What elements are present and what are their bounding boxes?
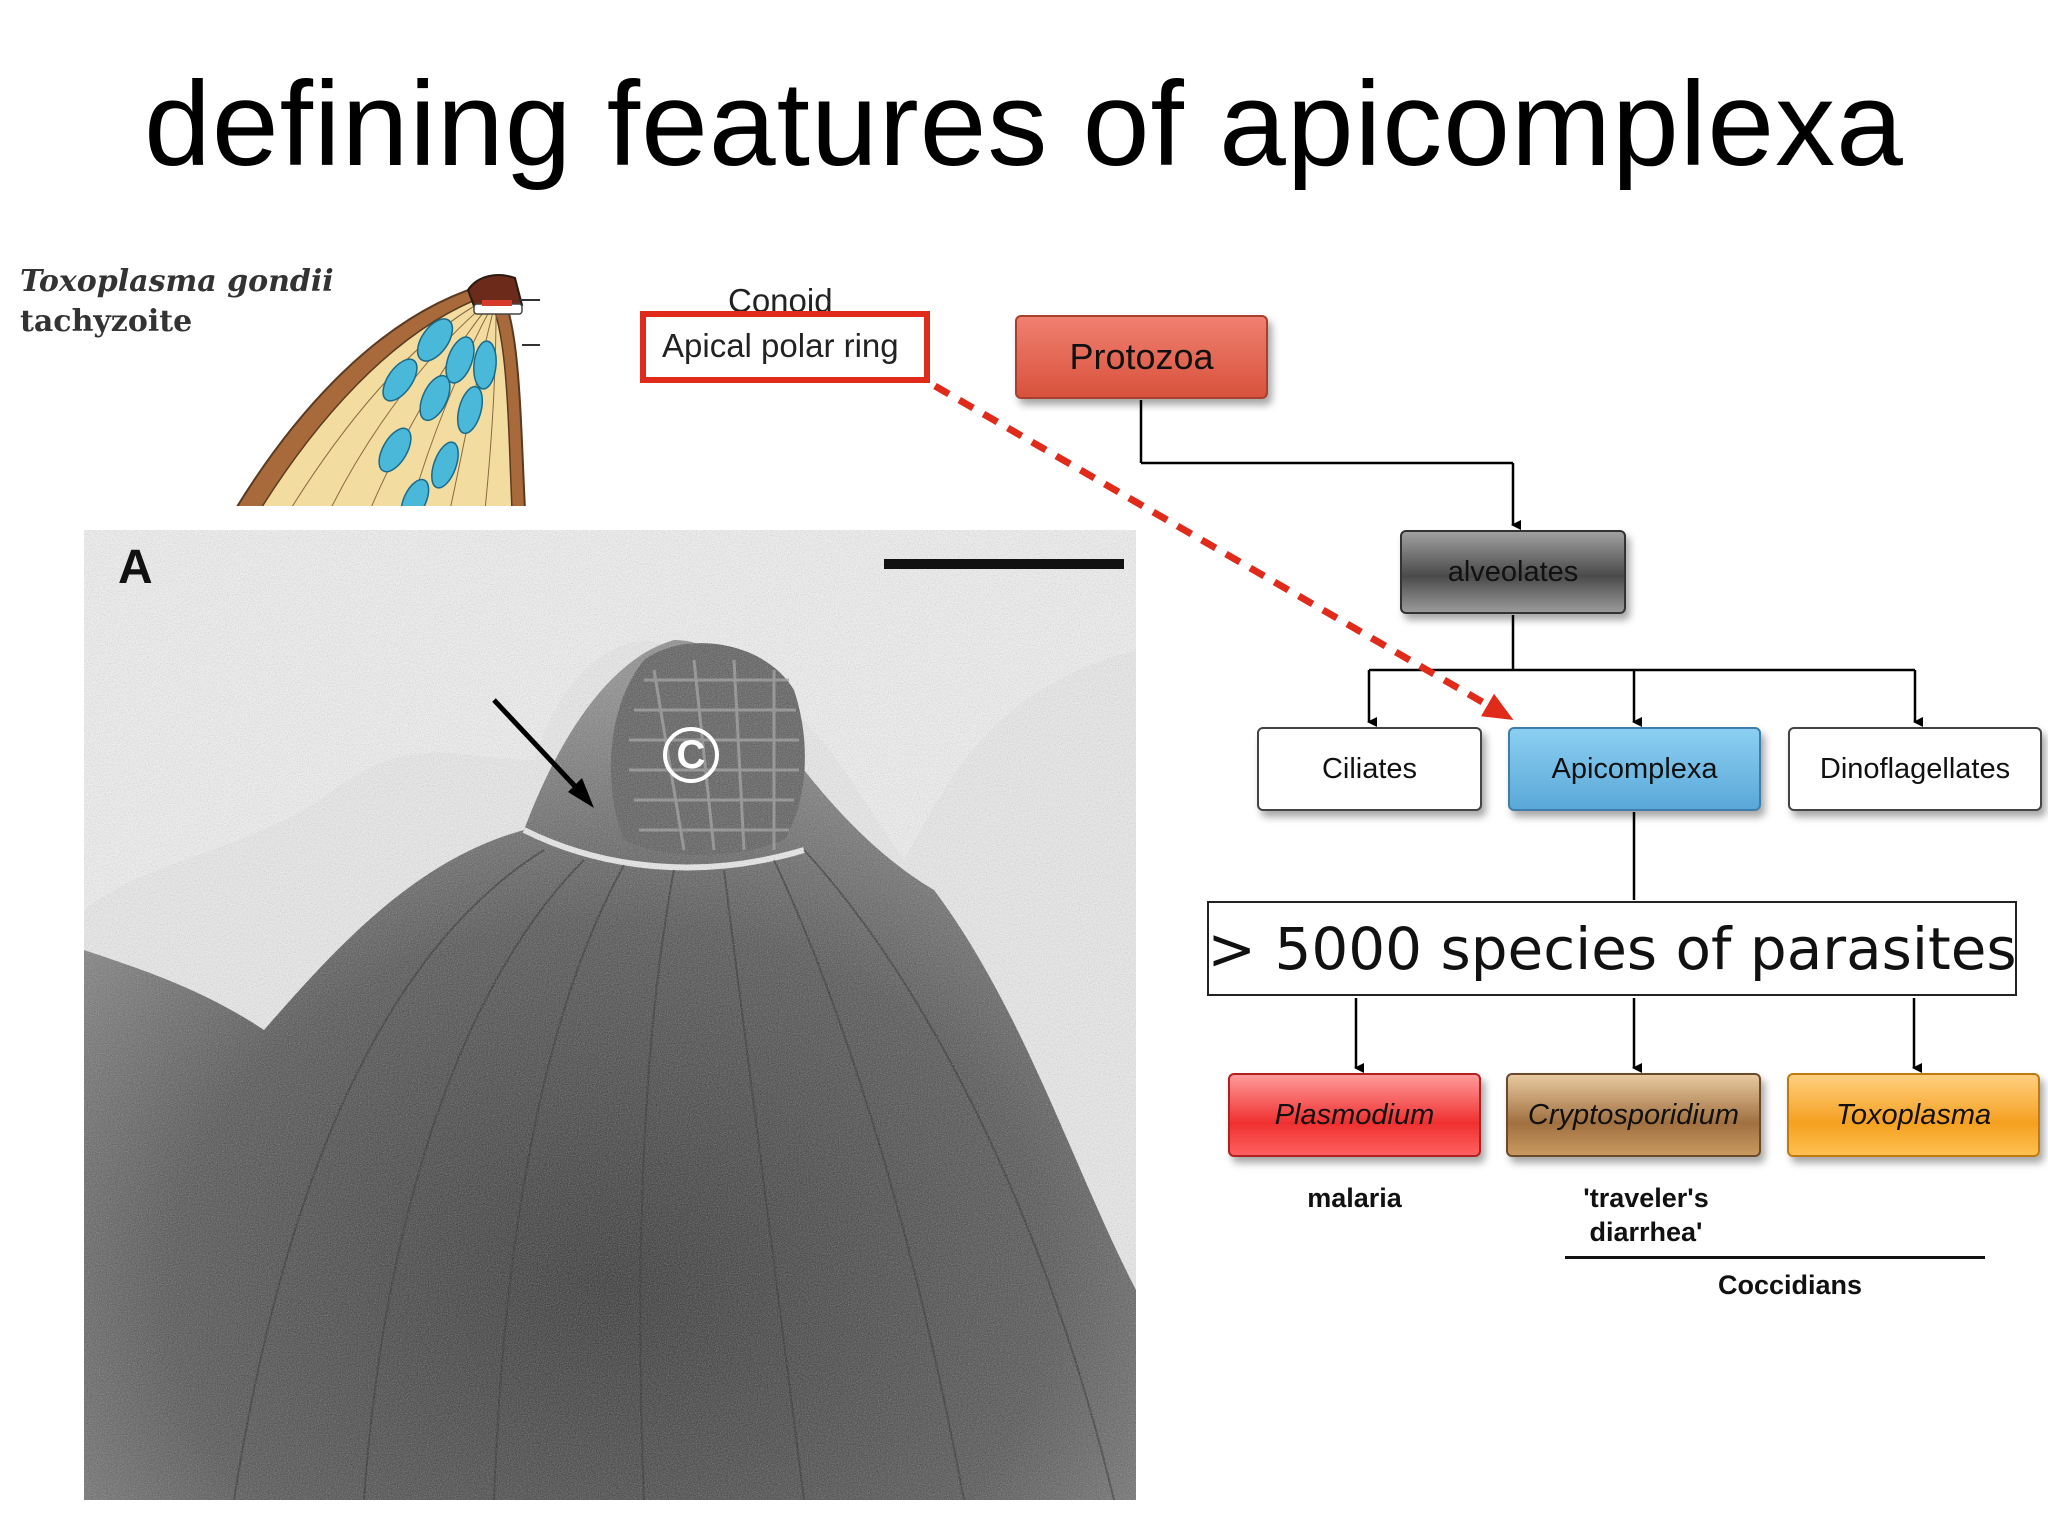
- coccidians-bracket-line: [1565, 1256, 1985, 1259]
- disease-malaria: malaria: [1307, 1183, 1402, 1213]
- species-count-box: > 5000 species of parasites: [1207, 901, 2017, 996]
- micrograph-panel-letter: A: [118, 541, 153, 594]
- node-dinoflagellates: Dinoflagellates: [1788, 727, 2042, 811]
- organism-label: Toxoplasma gondii tachyzoite: [20, 262, 334, 342]
- node-alveolates: alveolates: [1400, 530, 1626, 614]
- organism-stage: tachyzoite: [20, 304, 193, 339]
- slide-title: defining features of apicomplexa: [144, 57, 1904, 191]
- disease-travelers-diarrhea: 'traveler's diarrhea': [1506, 1181, 1786, 1249]
- node-ciliates: Ciliates: [1257, 727, 1482, 811]
- group-coccidians: Coccidians: [1717, 1270, 1863, 1300]
- node-apicomplexa: Apicomplexa: [1508, 727, 1761, 811]
- node-plasmodium: Plasmodium: [1228, 1073, 1481, 1157]
- node-protozoa: Protozoa: [1015, 315, 1268, 399]
- organism-name: Toxoplasma gondii: [20, 264, 334, 299]
- disease-line-1: 'traveler's: [1583, 1183, 1709, 1213]
- tachyzoite-illustration: [236, 274, 540, 506]
- node-toxoplasma: Toxoplasma: [1787, 1073, 2040, 1157]
- apical-polar-ring-label: Apical polar ring: [662, 327, 899, 364]
- apical-polar-ring-highlight-box: [640, 311, 930, 383]
- electron-micrograph: [84, 530, 1136, 1500]
- conoid-marker: C: [663, 727, 719, 783]
- disease-line-2: diarrhea': [1589, 1217, 1703, 1247]
- node-cryptosporidium: Cryptosporidium: [1506, 1073, 1761, 1157]
